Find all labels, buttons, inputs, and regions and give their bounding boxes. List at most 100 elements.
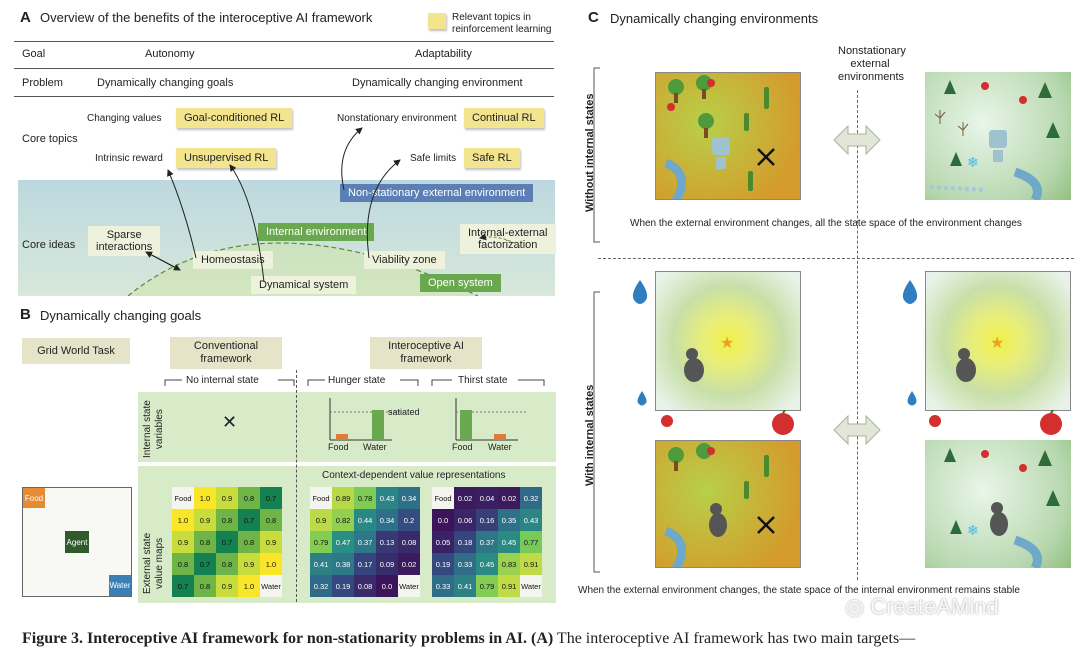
value-cell: 1.0 — [172, 509, 194, 531]
panel-c-horizontal-divider — [598, 258, 1074, 259]
grid-world: Food Agent Water — [22, 487, 132, 597]
sparse-interactions-line1: Sparse — [106, 229, 142, 241]
value-cell: 0.17 — [354, 553, 376, 575]
caption-bottom: When the external environment changes, t… — [578, 585, 1020, 596]
value-cell: 0.45 — [476, 553, 498, 575]
legend-text: Relevant topics in reinforcement learnin… — [452, 12, 552, 36]
value-cell: 0.8 — [216, 553, 238, 575]
scene-internal-environment-left: ★ — [655, 271, 801, 411]
value-cell: 0.32 — [310, 575, 332, 597]
value-cell: 0.8 — [238, 487, 260, 509]
value-cell: 0.78 — [354, 487, 376, 509]
value-cell: 0.45 — [498, 531, 520, 553]
internal-state-line1: Internal state — [142, 400, 153, 458]
viability-zone-box: Viability zone — [364, 251, 445, 269]
panel-b-letter: B — [20, 306, 31, 323]
value-cell: 0.82 — [332, 509, 354, 531]
internal-state-variables-label: Internal state variables — [142, 400, 166, 458]
value-cell: 0.47 — [332, 531, 354, 553]
dynamical-system-box: Dynamical system — [251, 276, 357, 294]
value-cell: 0.13 — [376, 531, 398, 553]
side-brackets — [593, 67, 600, 573]
panel-b-title: Dynamically changing goals — [40, 308, 202, 323]
internal-external-line1: Internal-external — [468, 227, 548, 239]
thirst-water-bar — [494, 434, 506, 440]
goal-autonomy: Autonomy — [145, 48, 195, 60]
hunger-food-label: Food — [328, 442, 349, 452]
hunger-bar-chart — [329, 398, 402, 441]
panel-a-arrows — [145, 127, 521, 283]
open-system-box: Open system — [420, 274, 501, 292]
safe-limits-text: Safe limits — [410, 153, 457, 164]
svg-text:★: ★ — [720, 335, 734, 352]
grid-world-task-label: Grid World Task — [22, 338, 130, 364]
watermark-icon: ◎ — [845, 594, 871, 619]
value-cell: 0.9 — [238, 553, 260, 575]
scene-original-illustration — [664, 75, 775, 199]
nonstationary-line2: external — [850, 58, 890, 70]
panel-c-vertical-divider — [857, 90, 858, 580]
value-cell: 0.16 — [476, 509, 498, 531]
internal-external-factorization-box: Internal-external factorization — [460, 224, 556, 254]
value-cell: 0.8 — [260, 509, 282, 531]
value-cell: 0.34 — [398, 487, 420, 509]
hunger-water-bar — [372, 410, 384, 440]
watermark: ◎ CreateAMind — [845, 594, 999, 620]
panel-b-dashed-divider — [296, 370, 297, 602]
external-state-line1: External state — [142, 532, 153, 594]
scene-changed-environment-bottom: ❄ — [925, 440, 1071, 568]
value-cell: 0.77 — [520, 531, 542, 553]
thirst-water-label: Water — [488, 442, 512, 452]
internal-right-illustration: ★ — [956, 335, 1004, 382]
internal-state-line2: variables — [154, 409, 165, 450]
unsupervised-rl-note: Unsupervised RL — [176, 148, 277, 168]
water-drop-icon — [902, 280, 918, 304]
value-cell: 0.9 — [172, 531, 194, 553]
value-cell: 0.33 — [432, 575, 454, 597]
value-cell: 0.44 — [354, 509, 376, 531]
value-cell: 0.08 — [354, 575, 376, 597]
thirst-food-label: Food — [452, 442, 473, 452]
value-cell: 0.02 — [498, 487, 520, 509]
value-cell: 1.0 — [194, 487, 216, 509]
value-cell: 0.35 — [498, 509, 520, 531]
value-cell: 1.0 — [238, 575, 260, 597]
sparse-interactions-box: Sparse interactions — [88, 226, 161, 256]
value-cell: Water — [520, 575, 542, 597]
double-arrow-bottom-icon — [833, 414, 881, 446]
value-cell: 0.9 — [216, 575, 238, 597]
value-cell: 0.7 — [260, 487, 282, 509]
value-cell: 1.0 — [260, 553, 282, 575]
value-cell: 0.37 — [354, 531, 376, 553]
value-cell: Water — [260, 575, 282, 597]
scene-bottom-right-illustration: ❄ — [944, 448, 1060, 568]
scene-bottom-left-illustration — [664, 443, 775, 567]
divider-line — [14, 68, 554, 69]
value-cell: 0.06 — [454, 509, 476, 531]
value-cell: 0.9 — [260, 531, 282, 553]
value-cell: 0.91 — [520, 553, 542, 575]
value-cell: 0.89 — [332, 487, 354, 509]
value-cell: 0.9 — [216, 487, 238, 509]
figure-caption-rest: The interoceptive AI framework has two m… — [553, 630, 916, 647]
value-cell: 0.19 — [432, 553, 454, 575]
problem-label: Problem — [22, 77, 63, 89]
interoceptive-framework-label: Interoceptive AI framework — [370, 337, 482, 369]
scene-original-environment-bottom — [655, 440, 801, 568]
divider-line — [14, 41, 554, 42]
value-cell: 0.79 — [476, 575, 498, 597]
core-ideas-label: Core ideas — [22, 239, 76, 251]
value-cell: 0.37 — [476, 531, 498, 553]
intrinsic-reward-text: Intrinsic reward — [95, 153, 163, 164]
goal-label: Goal — [22, 48, 46, 60]
no-internal-state-label: No internal state — [186, 375, 259, 386]
nonstationary-environment-text: Nonstationary environment — [337, 113, 457, 124]
context-dependent-label: Context-dependent value representations — [322, 470, 506, 481]
small-water-drop-icon — [637, 391, 647, 406]
value-cell: Food — [172, 487, 194, 509]
value-cell: 0.8 — [194, 575, 216, 597]
small-water-drop-icon — [907, 391, 917, 406]
value-cell: 0.41 — [454, 575, 476, 597]
svg-text:❄: ❄ — [967, 154, 979, 170]
